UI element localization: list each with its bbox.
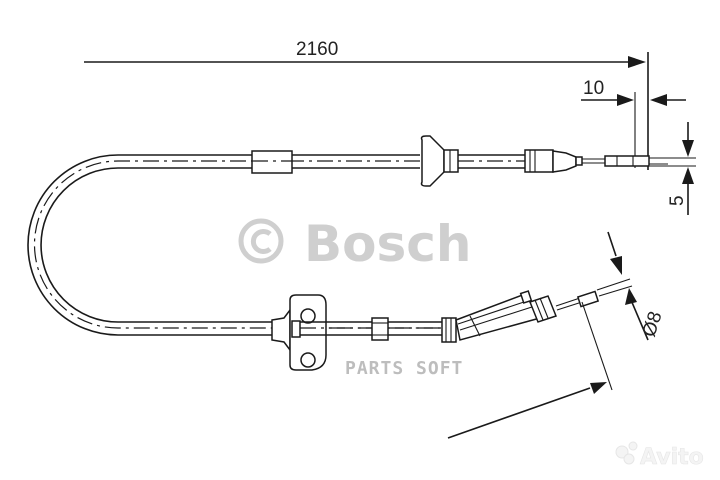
brand-watermark: Bosch	[304, 215, 471, 273]
mounting-bracket	[166, 294, 442, 371]
dimension-diameter-label: Ø8	[639, 309, 667, 340]
end-nipple-top	[604, 155, 650, 167]
avito-watermark: Avito	[615, 441, 704, 470]
dimension-end-diameter: 5	[650, 122, 696, 215]
lower-end-fitting	[441, 278, 633, 343]
dimension-end-fitting: 10	[581, 78, 686, 168]
avito-logo-text: Avito	[640, 445, 704, 470]
dimension-5-label: 5	[667, 195, 688, 206]
cable-sheath	[27, 150, 440, 336]
top-grommet-fitting	[420, 135, 668, 187]
bosch-watermark: © Bosch	[238, 215, 471, 273]
dimension-sleeve-diameter: Ø8	[607, 231, 667, 341]
dimension-total-length: 2160	[84, 39, 649, 170]
top-sleeve	[251, 150, 293, 174]
dimension-end-length	[447, 301, 613, 439]
lower-ferrule	[371, 317, 389, 341]
dimension-10-label: 10	[583, 78, 604, 99]
dimension-2160-label: 2160	[296, 39, 338, 60]
parts-soft-watermark: PARTS SOFT	[345, 358, 463, 379]
